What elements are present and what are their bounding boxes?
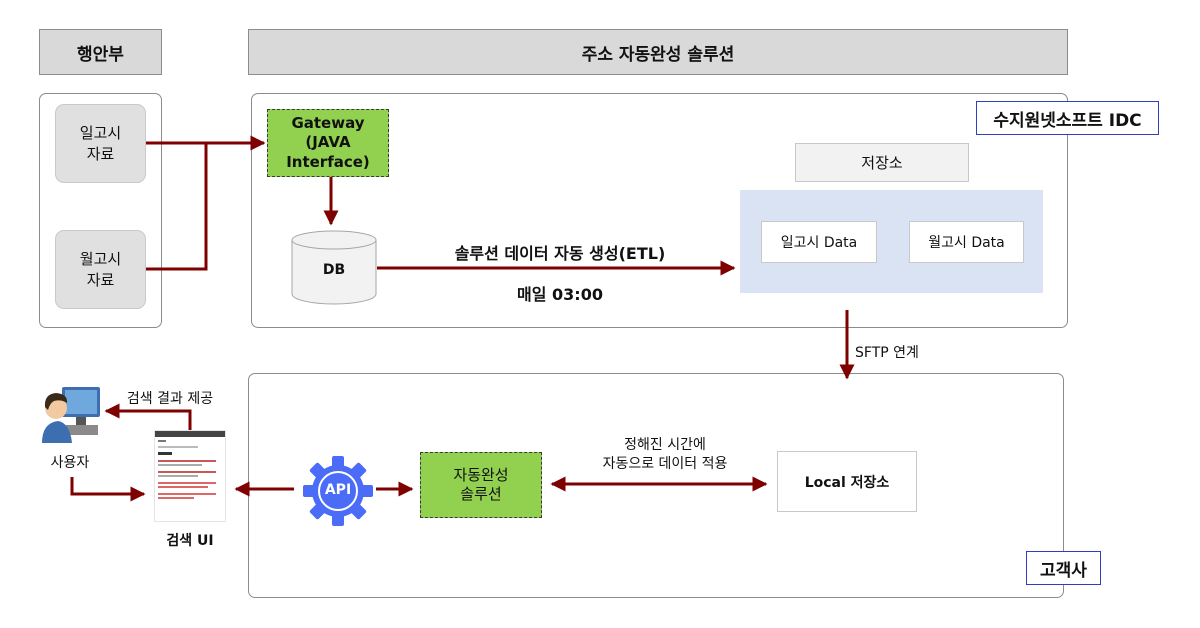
header-haengan: 행안부	[39, 29, 162, 75]
monthly-data-box: 월고시 Data	[909, 221, 1024, 263]
solution-box: 자동완성 솔루션	[420, 452, 542, 518]
gateway-box: Gateway (JAVA Interface)	[267, 109, 389, 177]
user-label: 사용자	[50, 455, 90, 471]
monthly-notice-source: 월고시 자료	[55, 230, 146, 309]
db-label: DB	[322, 262, 346, 278]
sync-text: 정해진 시간에 자동으로 데이터 적용	[602, 437, 728, 472]
sftp-label: SFTP 연계	[855, 345, 919, 361]
search-result-label: 검색 결과 제공	[126, 391, 214, 407]
idc-label: 수지원넷소프트 IDC	[976, 101, 1159, 135]
arrow-monthly-to-gateway	[146, 143, 208, 271]
api-gear-icon	[303, 456, 373, 526]
api-label: API	[324, 482, 352, 498]
daily-data-box: 일고시 Data	[761, 221, 877, 263]
header-solution: 주소 자동완성 솔루션	[248, 29, 1068, 75]
search-ui-label: 검색 UI	[166, 533, 214, 549]
db-cylinder	[291, 230, 377, 305]
arrow-user-to-ui	[70, 477, 146, 502]
search-ui-screenshot	[154, 430, 226, 522]
etl-schedule: 매일 03:00	[517, 285, 603, 304]
storage-title: 저장소	[795, 143, 969, 182]
customer-label: 고객사	[1026, 551, 1101, 585]
arrow-result-to-user	[104, 403, 192, 430]
local-storage-box: Local 저장소	[777, 451, 917, 512]
etl-title: 솔루션 데이터 자동 생성(ETL)	[454, 244, 666, 263]
user-computer-icon	[42, 387, 100, 443]
daily-notice-source: 일고시 자료	[55, 104, 146, 183]
